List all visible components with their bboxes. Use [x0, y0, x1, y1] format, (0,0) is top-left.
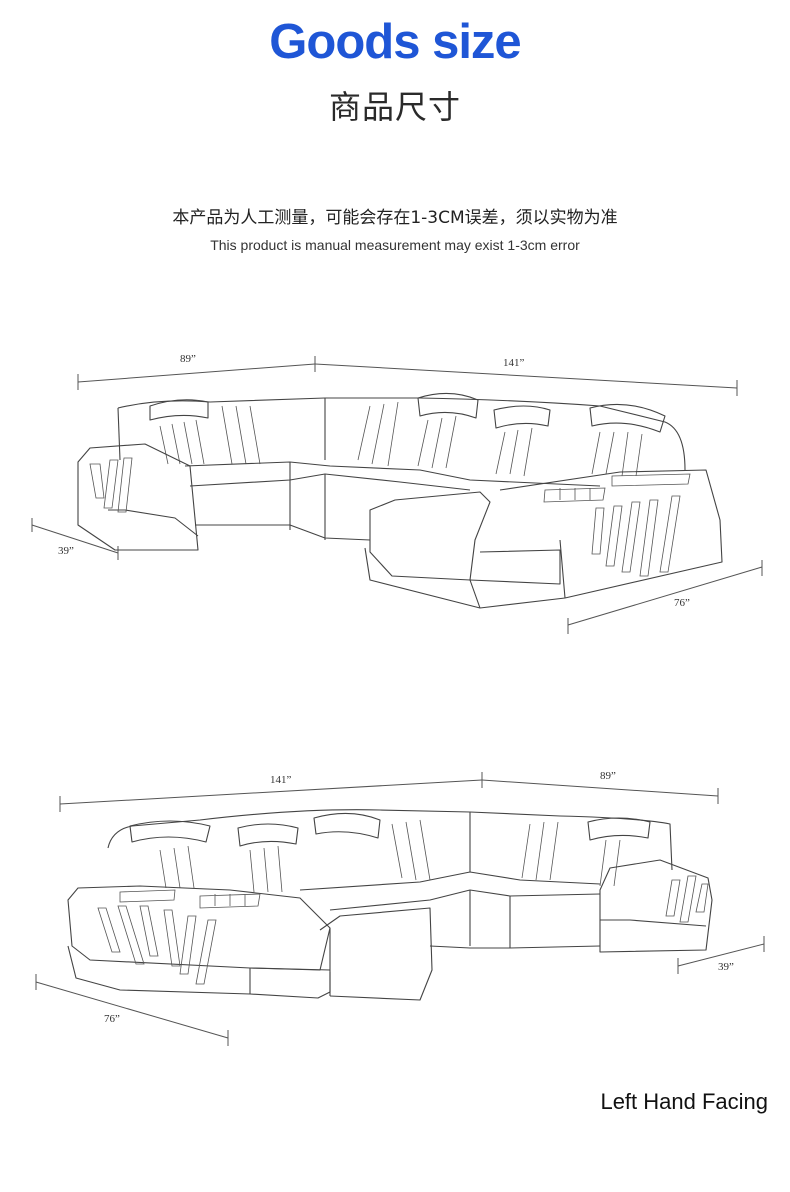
sofa-diagram-left-chaise: 141” 89” 39” 76”	[0, 760, 790, 1070]
orientation-caption: Left Hand Facing	[600, 1089, 768, 1114]
dim-long-back-label: 141”	[503, 357, 525, 369]
dim-long-back-label: 141”	[270, 774, 292, 786]
page-title: Goods size	[269, 15, 521, 69]
dim-depth-label: 39”	[718, 961, 734, 973]
dimension-lines	[31, 356, 763, 634]
sofa-drawing-bottom: 141” 89” 39” 76”	[35, 770, 765, 1046]
sofa-diagram-right-chaise: 89” 141” 39” 76”	[0, 340, 790, 660]
measurement-note-cn: 本产品为人工测量，可能会存在1-3CM误差，须以实物为准	[172, 208, 618, 228]
measurement-note-en: This product is manual measurement may e…	[210, 237, 580, 253]
dim-depth-label: 39”	[58, 545, 74, 557]
dim-chaise-label: 76”	[674, 597, 690, 609]
dimension-lines	[35, 772, 765, 1046]
sofa-outline	[67, 809, 713, 1001]
dim-short-back-label: 89”	[180, 353, 196, 365]
dim-short-back-label: 89”	[600, 770, 616, 782]
dim-chaise-label: 76”	[104, 1013, 120, 1025]
sofa-outline	[77, 392, 723, 609]
page-subtitle: 商品尺寸	[328, 88, 461, 126]
sofa-drawing-top: 89” 141” 39” 76”	[31, 353, 763, 634]
